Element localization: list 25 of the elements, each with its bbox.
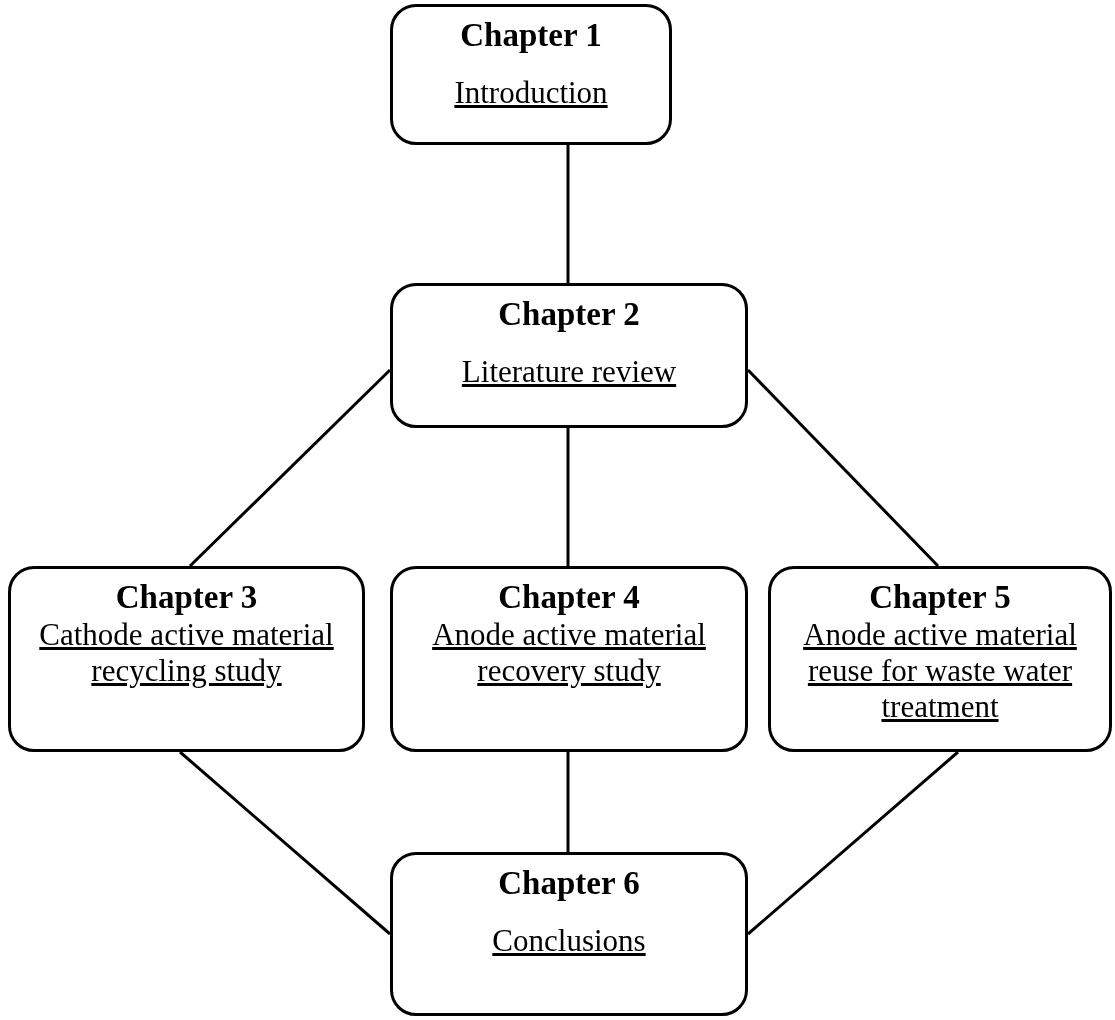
connector-line	[566, 752, 570, 852]
chapter-title: Cathode active material recycling study	[38, 617, 335, 689]
chapter-title: Anode active material reuse for waste water treatment	[802, 617, 1078, 725]
chapter-title: Anode active material recovery study	[431, 617, 707, 689]
chapter-box	[768, 566, 1112, 752]
connector-line	[746, 368, 940, 568]
chapter-heading: Chapter 4	[498, 578, 640, 617]
chapter-heading: Chapter 5	[869, 578, 1011, 617]
connector-line	[566, 428, 570, 566]
connector-line	[747, 750, 959, 936]
connector-line	[179, 750, 391, 936]
chapter-box	[390, 566, 748, 752]
chapter-title: Literature review	[461, 354, 677, 390]
chapter-box	[390, 4, 672, 145]
chapter-title: Introduction	[454, 75, 608, 111]
chapter-box	[8, 566, 365, 752]
chapter-title: Conclusions	[492, 923, 646, 959]
chapter-heading: Chapter 1	[460, 16, 602, 55]
chapter-box	[390, 852, 748, 1016]
chapter-heading: Chapter 3	[115, 578, 258, 617]
chapter-heading: Chapter 2	[498, 295, 640, 334]
chapter-heading: Chapter 6	[498, 864, 640, 903]
chapter-box	[390, 283, 748, 428]
connector-line	[566, 145, 570, 283]
connector-line	[188, 368, 392, 568]
